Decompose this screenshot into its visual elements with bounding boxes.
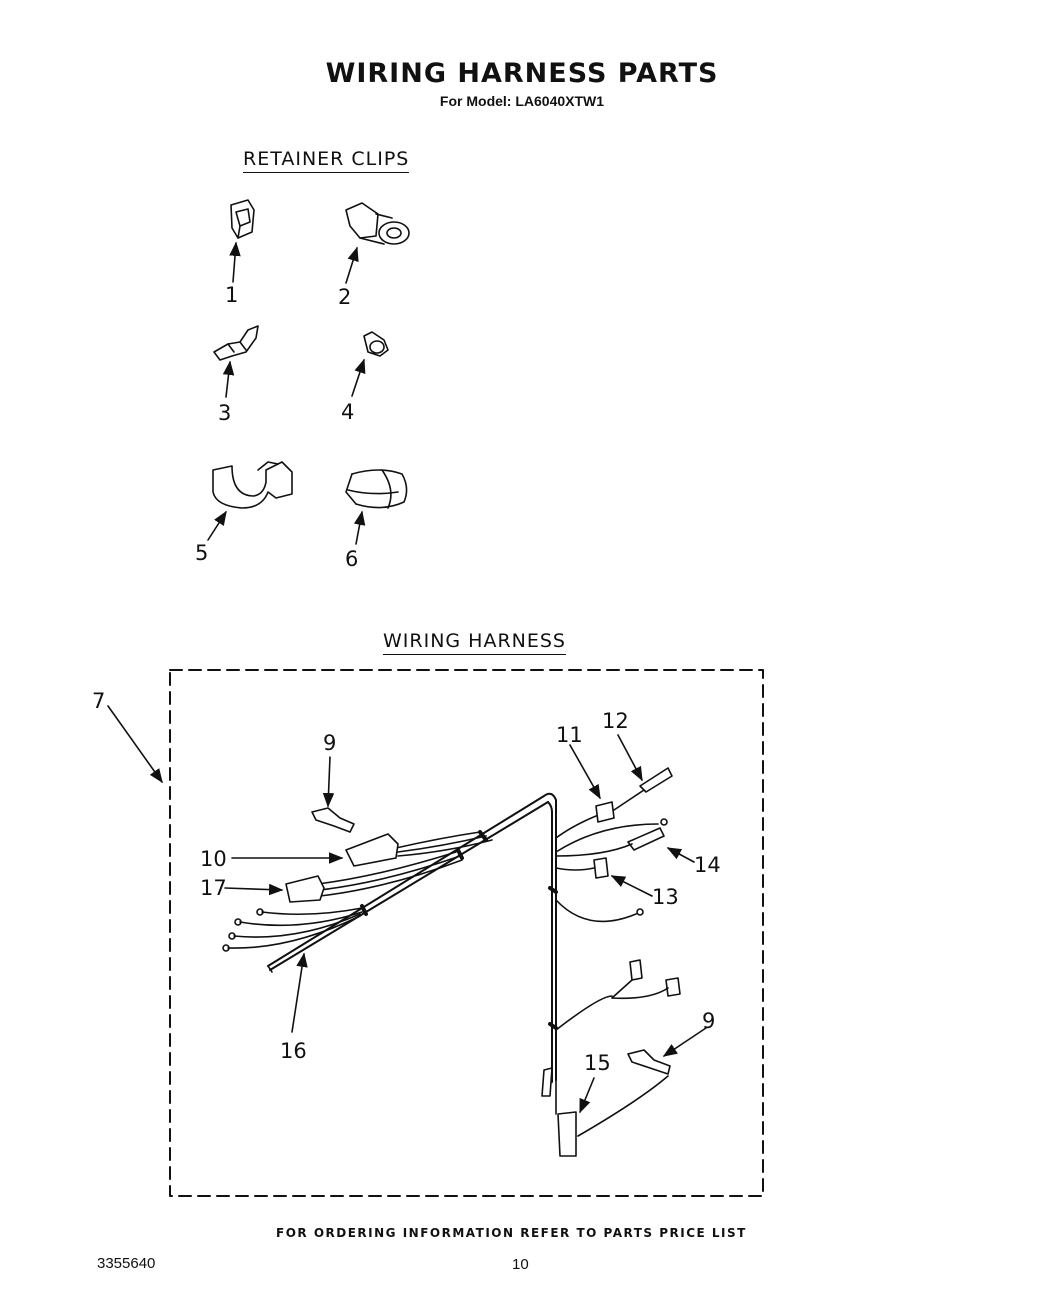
callout-9-upper: 9 [323,731,336,755]
retainer-clips-heading: RETAINER CLIPS [243,148,410,173]
page-title: WIRING HARNESS PARTS [325,58,719,89]
page-number: 10 [512,1256,529,1273]
callout-10: 10 [200,847,227,871]
retainer-clip-5 [212,461,293,509]
retainer-clip-1 [230,199,255,239]
callout-4: 4 [341,400,354,424]
callout-14: 14 [694,853,721,877]
callout-16: 16 [280,1039,307,1063]
callout-17: 17 [200,876,227,900]
model-subtitle: For Model: LA6040XTW1 [439,93,605,109]
retainer-clip-2 [345,202,410,245]
retainer-clip-6 [345,469,408,509]
document-number: 3355640 [97,1255,156,1272]
callout-13: 13 [652,885,679,909]
callout-11: 11 [556,723,583,747]
callout-7: 7 [92,689,105,713]
callout-1: 1 [225,283,238,307]
callout-6: 6 [345,547,358,571]
wiring-harness [222,767,681,1157]
callout-2: 2 [338,285,351,309]
callout-3: 3 [218,401,231,425]
harness-frame [169,669,764,1197]
wiring-harness-heading: WIRING HARNESS [383,630,566,655]
retainer-clip-3 [213,325,259,361]
callout-15: 15 [584,1051,611,1075]
callout-5: 5 [195,541,208,565]
callout-9-lower: 9 [702,1009,715,1033]
retainer-clip-4 [363,331,389,357]
callout-12: 12 [602,709,629,733]
ordering-info-note: FOR ORDERING INFORMATION REFER TO PARTS … [276,1226,747,1240]
harness-callout-arrows [107,705,707,1114]
retainer-callout-arrows [207,241,366,545]
